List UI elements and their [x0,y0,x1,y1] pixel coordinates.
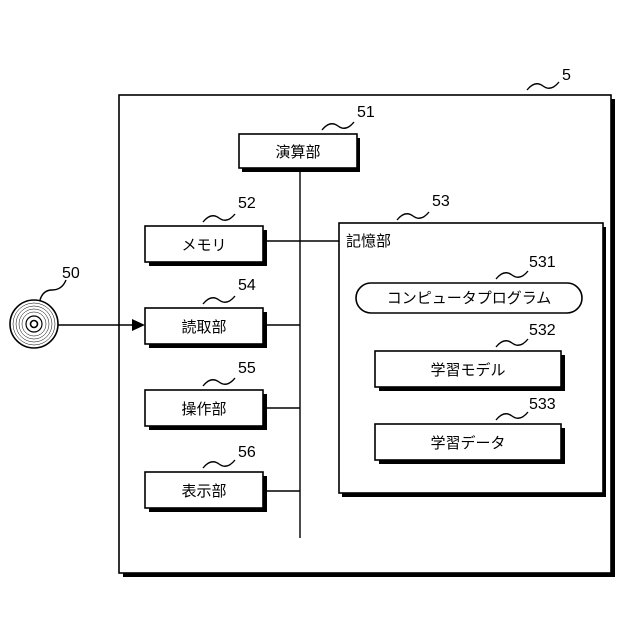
display-unit-label: 表示部 [181,482,226,500]
memory-ref: 52 [238,195,256,212]
learning-model-label: 学習モデル [430,361,505,379]
learning-data-ref: 533 [529,396,556,413]
operation-unit-label: 操作部 [181,400,226,418]
device-ref-number: 5 [562,67,571,84]
learning-model-ref: 532 [529,322,556,339]
device-ref-leader [527,82,559,90]
memory-label: メモリ [181,236,226,254]
disk-ref: 50 [62,265,80,282]
reading-unit-ref: 54 [238,277,256,294]
arithmetic-unit-label: 演算部 [275,143,320,161]
computer-program-label: コンピュータプログラム [387,289,552,307]
storage-unit-ref: 53 [432,193,450,210]
arithmetic-unit-ref: 51 [357,104,375,121]
display-unit-ref: 56 [238,444,256,461]
reading-unit-label: 読取部 [181,318,226,336]
learning-data-label: 学習データ [430,434,505,452]
disk-icon [10,300,58,348]
storage-unit-label: 記憶部 [346,232,391,250]
disk-leader [40,280,66,300]
computer-program-ref: 531 [529,254,556,271]
operation-unit-ref: 55 [238,360,256,377]
